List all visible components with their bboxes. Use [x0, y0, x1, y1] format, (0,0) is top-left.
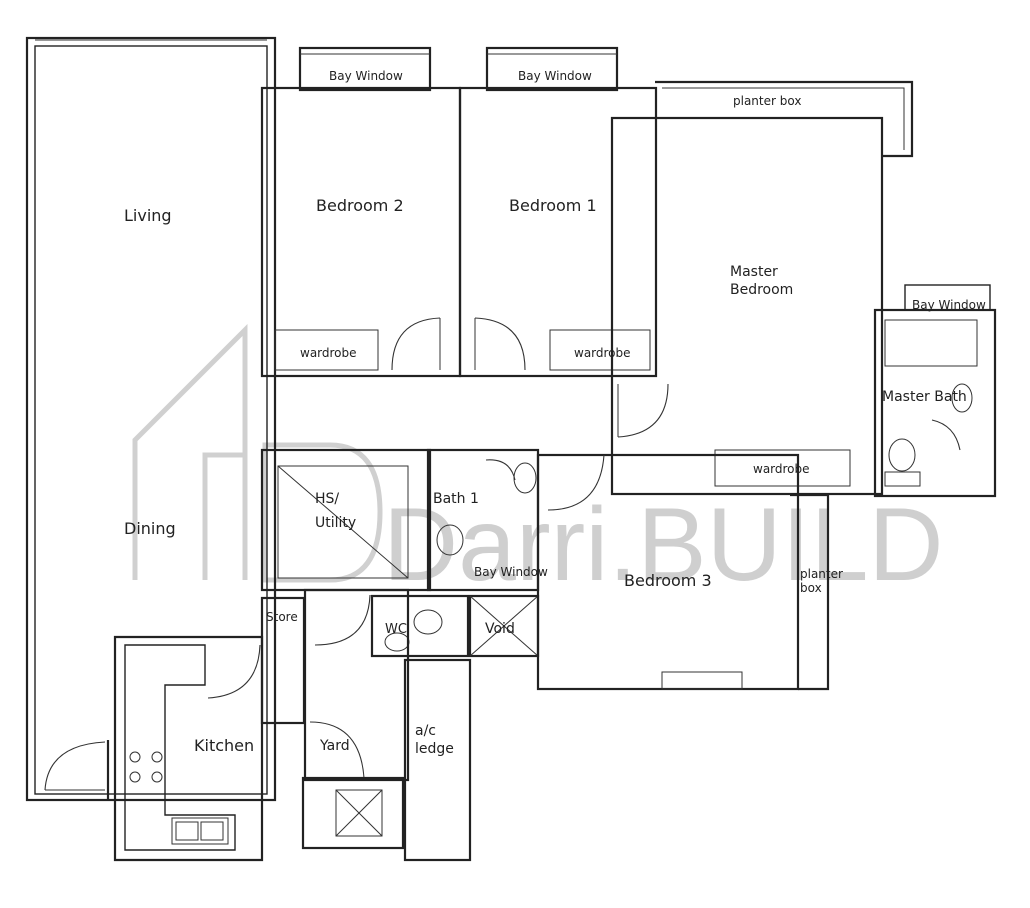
void-label: Void — [485, 621, 515, 637]
wardrobe-label: wardrobe — [753, 462, 810, 476]
planter-box-top: planter box — [655, 80, 914, 158]
kitchen-label: Kitchen — [194, 736, 254, 755]
bedroom-3: Bedroom 3 planter box — [536, 453, 843, 691]
ac-ledge-line2-label: ledge — [415, 741, 454, 757]
bedroom2-label: Bedroom 2 — [316, 196, 404, 215]
kitchen: Kitchen — [113, 635, 264, 862]
bay-window-label: Bay Window — [474, 565, 548, 579]
planter-box-label: planter box — [733, 94, 801, 108]
watermark-brand: Darri.BUILD — [383, 487, 944, 603]
wc-label: WC — [385, 622, 407, 637]
living-label: Living — [124, 206, 172, 225]
bedroom-2: wardrobe Bedroom 2 — [260, 86, 462, 378]
service-shaft — [301, 776, 405, 850]
dining-label: Dining — [124, 519, 176, 538]
master-bath: Bay Window Master Bath — [873, 284, 997, 498]
ac-ledge-line1-label: a/c — [415, 723, 436, 739]
void: Void — [468, 594, 540, 658]
master-bedroom: wardrobe Master Bedroom — [610, 116, 884, 496]
hs-utility: HS/ Utility — [260, 448, 432, 592]
yard-label: Yard — [319, 738, 350, 754]
hs-utility-line1-label: HS/ — [315, 491, 339, 507]
bay-window-label: Bay Window — [912, 298, 986, 312]
bay-window-label: Bay Window — [518, 69, 592, 83]
watermark-d-icon — [262, 442, 383, 583]
bath1-label: Bath 1 — [433, 491, 479, 507]
store: Store — [260, 596, 306, 725]
bedroom-1: wardrobe Bedroom 1 — [458, 86, 658, 378]
planter-line1-label: planter — [800, 567, 843, 581]
master-bedroom-line2-label: Bedroom — [730, 282, 793, 298]
living-dining-walls — [25, 36, 277, 802]
wardrobe-label: wardrobe — [300, 346, 357, 360]
ac-ledge: a/c ledge — [403, 658, 472, 862]
master-bath-label: Master Bath — [882, 389, 967, 405]
watermark-house-door — [202, 452, 245, 580]
bay-window-bedroom1: Bay Window — [485, 46, 619, 92]
hs-utility-line2-label: Utility — [315, 515, 356, 531]
bedroom1-label: Bedroom 1 — [509, 196, 597, 215]
sink-icon — [171, 817, 229, 845]
bay-window-bedroom2: Bay Window — [298, 46, 432, 92]
bath-1: Bath 1 Bay Window — [426, 448, 548, 592]
yard: Yard — [303, 588, 410, 782]
store-label: Store — [266, 610, 298, 624]
watermark: Darri.BUILD — [132, 323, 944, 603]
planter-line2-label: box — [800, 581, 822, 595]
wardrobe-label: wardrobe — [574, 346, 631, 360]
bedroom3-label: Bedroom 3 — [624, 571, 712, 590]
wc: WC — [370, 594, 470, 658]
stove-icon — [129, 751, 163, 783]
bay-window-label: Bay Window — [329, 69, 403, 83]
master-bedroom-line1-label: Master — [730, 264, 778, 280]
